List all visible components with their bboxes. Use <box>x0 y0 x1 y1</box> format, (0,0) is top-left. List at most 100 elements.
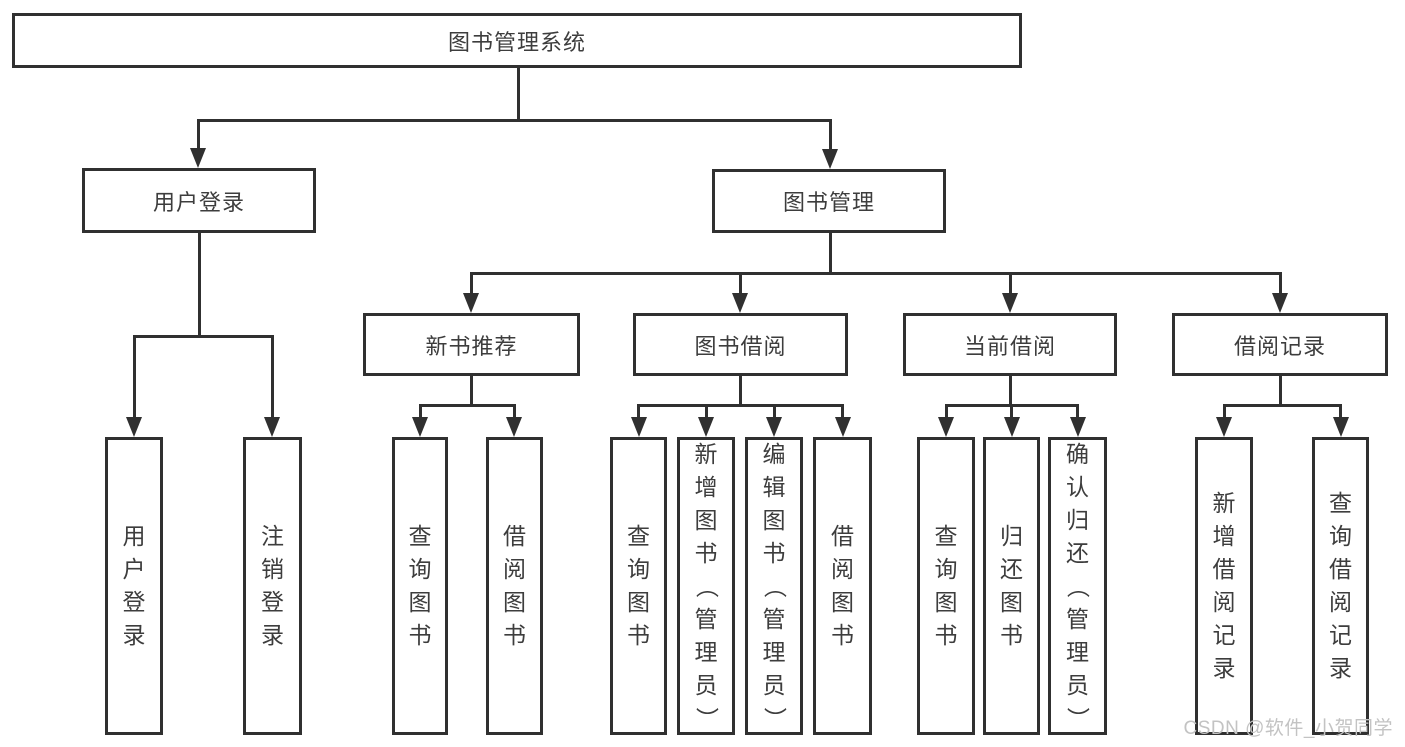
vertical-char: 查 <box>1329 490 1352 516</box>
arrow-down-icon <box>463 293 479 313</box>
vertical-char: 新 <box>694 440 718 467</box>
vertical-char: 询 <box>1329 523 1352 549</box>
node-book-management: 图书管理 <box>712 169 946 233</box>
vertical-char: 管 <box>762 605 786 632</box>
vertical-char: ） <box>1065 706 1091 730</box>
leaf-cb-return-books: 归还图书 <box>983 437 1040 735</box>
arrow-down-icon <box>1332 417 1349 437</box>
connector-bookborrow-arrow3-shaft <box>772 404 776 419</box>
arrow-down-icon <box>732 293 748 313</box>
node-borrow-records-label: 借阅记录 <box>1233 333 1326 359</box>
node-user-login-label: 用户登录 <box>152 189 245 215</box>
node-current-borrow: 当前借阅 <box>903 313 1117 376</box>
vertical-char: 用 <box>122 523 146 549</box>
vertical-char: 借 <box>1329 556 1352 582</box>
connector-bookmgmt-arrow4-shaft <box>1278 272 1282 295</box>
leaf-user-login: 用户登录 <box>105 437 163 735</box>
vertical-char: ） <box>693 706 720 730</box>
leaf-bb-query-books: 查询图书 <box>610 437 667 735</box>
vertical-char: 书 <box>762 539 786 566</box>
vertical-char: 理 <box>694 638 718 665</box>
vertical-char: 员 <box>1066 671 1089 698</box>
vertical-char: 阅 <box>831 556 854 582</box>
vertical-char: 借 <box>503 523 526 549</box>
vertical-char: 录 <box>1212 655 1236 681</box>
connector-bookmgmt-stem <box>828 233 832 272</box>
vertical-char: 还 <box>1066 539 1089 566</box>
vertical-char: 借 <box>831 523 854 549</box>
vertical-char: 增 <box>1212 523 1236 549</box>
connector-bookborrow-stem <box>739 376 742 404</box>
connector-records-rail <box>1222 404 1342 407</box>
vertical-char: 销 <box>261 556 284 582</box>
vertical-char: 询 <box>627 556 650 582</box>
arrow-down-icon <box>834 417 851 437</box>
vertical-char: 图 <box>503 589 526 615</box>
vertical-char: 图 <box>1000 589 1023 615</box>
vertical-char: 查 <box>408 523 432 549</box>
arrow-down-icon <box>766 417 782 437</box>
connector-root-arrow1-shaft <box>196 119 200 150</box>
vertical-char: 阅 <box>1329 589 1352 615</box>
vertical-char: 理 <box>762 638 786 665</box>
vertical-char: 认 <box>1066 473 1089 500</box>
node-user-login: 用户登录 <box>82 168 316 233</box>
arrow-down-icon <box>1069 417 1086 437</box>
vertical-char: 管 <box>1066 605 1089 632</box>
connector-root-rail <box>196 119 832 122</box>
vertical-char: 图 <box>694 506 718 533</box>
arrow-down-icon <box>1003 417 1020 437</box>
vertical-char: 注 <box>261 523 284 549</box>
arrow-down-icon <box>822 149 838 169</box>
connector-currentborrow-arrow3-shaft <box>1076 404 1079 419</box>
arrow-down-icon <box>1002 293 1018 313</box>
vertical-char: 借 <box>1212 556 1236 582</box>
connector-currentborrow-arrow1-shaft <box>944 404 948 419</box>
node-new-book-recommend-label: 新书推荐 <box>425 333 518 359</box>
vertical-char: 书 <box>408 622 432 648</box>
watermark: CSDN @软件_小贺同学 <box>1183 718 1393 739</box>
vertical-char: 新 <box>1212 490 1236 516</box>
vertical-char: 录 <box>1329 655 1352 681</box>
vertical-char: 编 <box>762 440 786 467</box>
vertical-char: 询 <box>934 556 958 582</box>
vertical-char: 归 <box>1000 523 1023 549</box>
vertical-char: 图 <box>627 589 650 615</box>
vertical-char: （ <box>761 574 788 598</box>
vertical-char: ） <box>761 706 788 730</box>
vertical-char: 记 <box>1212 622 1236 648</box>
connector-bookmgmt-arrow1-shaft <box>469 272 473 295</box>
vertical-char: 员 <box>694 671 718 698</box>
vertical-char: 询 <box>408 556 432 582</box>
node-new-book-recommend: 新书推荐 <box>363 313 580 376</box>
connector-bookmgmt-arrow2-shaft <box>738 272 742 295</box>
connector-bookmgmt-arrow3-shaft <box>1008 272 1012 295</box>
leaf-logout: 注销登录 <box>243 437 302 735</box>
vertical-char: 书 <box>934 622 958 648</box>
connector-userlogin-arrow2-shaft <box>270 335 274 419</box>
vertical-char: 书 <box>1000 622 1023 648</box>
vertical-char: （ <box>693 574 720 598</box>
leaf-bb-borrow-books: 借阅图书 <box>813 437 872 735</box>
connector-records-stem <box>1278 376 1282 404</box>
connector-root-stem <box>516 68 520 119</box>
vertical-char: 查 <box>934 523 958 549</box>
vertical-char: 归 <box>1066 506 1089 533</box>
leaf-cb-query-books: 查询图书 <box>917 437 975 735</box>
leaf-br-add-record: 新增借阅记录 <box>1195 437 1253 735</box>
connector-bookmgmt-rail <box>469 272 1282 275</box>
arrow-down-icon <box>126 417 142 437</box>
vertical-char: 阅 <box>1212 589 1236 615</box>
leaf-nb-borrow-books: 借阅图书 <box>486 437 543 735</box>
connector-currentborrow-stem <box>1008 376 1012 404</box>
arrow-down-icon <box>698 417 714 437</box>
vertical-char: 录 <box>261 622 284 648</box>
node-current-borrow-label: 当前借阅 <box>963 333 1056 359</box>
leaf-br-query-record: 查询借阅记录 <box>1312 437 1369 735</box>
connector-bookborrow-arrow1-shaft <box>637 404 640 419</box>
vertical-char: 书 <box>831 622 854 648</box>
leaf-cb-confirm-return-admin: 确认归还（管理员） <box>1048 437 1107 735</box>
connector-bookborrow-arrow4-shaft <box>841 404 844 419</box>
vertical-char: 员 <box>762 671 786 698</box>
